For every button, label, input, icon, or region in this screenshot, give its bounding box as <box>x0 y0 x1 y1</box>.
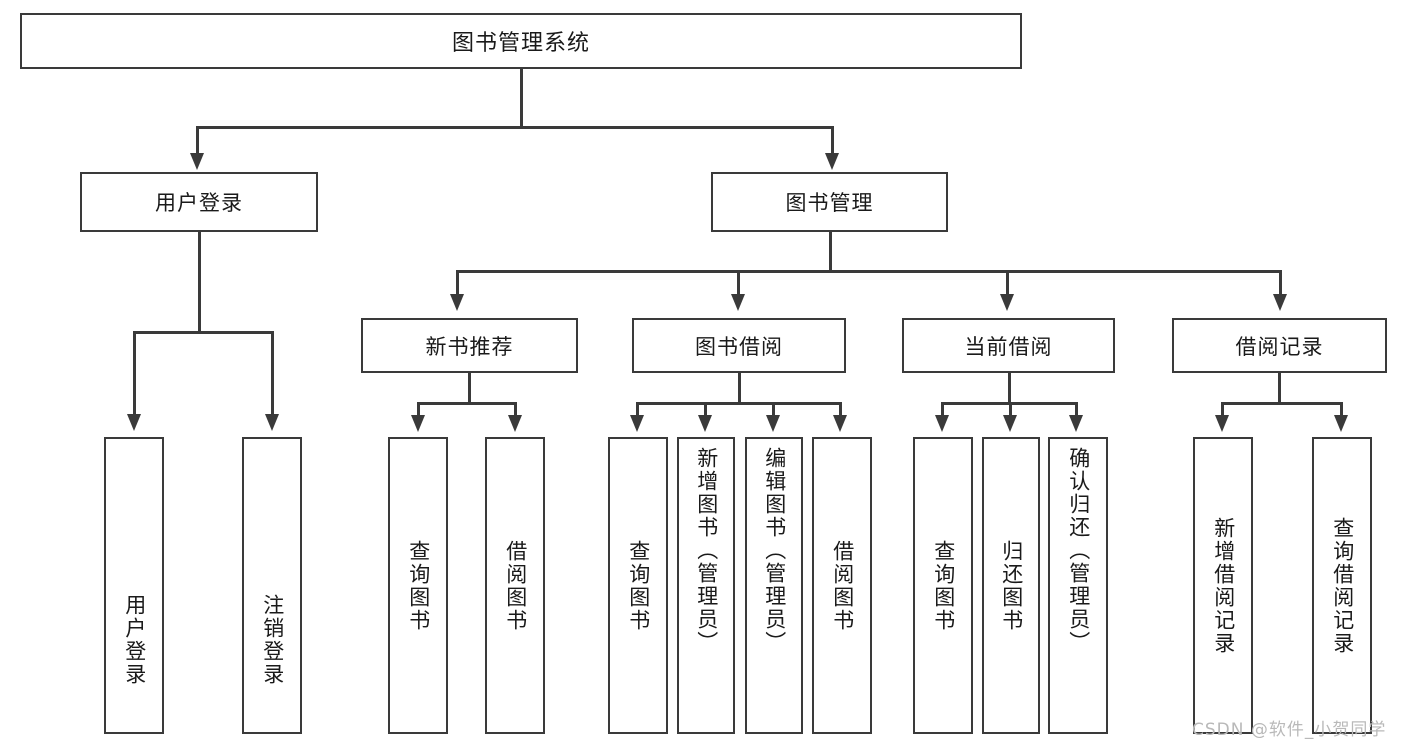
node-book-borrow-label: 图书借阅 <box>695 334 783 359</box>
arrow-currentborrow-l1 <box>935 415 949 432</box>
leaf-borrow-book-1[interactable]: 借阅图书 <box>485 437 545 734</box>
leaf-borrow-book-2[interactable]: 借阅图书 <box>812 437 872 734</box>
leaf-query-record-label: 查询借阅记录 <box>1330 516 1355 655</box>
leaf-edit-book-label: 编辑图书（管理员） <box>762 447 787 654</box>
arrow-borrowrecord-l2 <box>1334 415 1348 432</box>
connector-userlogin-leaf2 <box>271 331 274 417</box>
node-user-login[interactable]: 用户登录 <box>80 172 318 232</box>
connector-newbook-l1 <box>417 402 420 418</box>
connector-root-to-userlogin <box>196 126 199 156</box>
connector-bookmanage-c1 <box>456 270 459 297</box>
connector-borrowrecord-l2 <box>1340 402 1343 418</box>
arrow-newbook-l1 <box>411 415 425 432</box>
connector-currentborrow-l1 <box>941 402 944 418</box>
node-borrow-record[interactable]: 借阅记录 <box>1172 318 1387 373</box>
node-current-borrow[interactable]: 当前借阅 <box>902 318 1115 373</box>
connector-borrowrecord-bus <box>1221 402 1341 405</box>
connector-root-bus <box>196 126 833 129</box>
arrow-bookborrow-l4 <box>833 415 847 432</box>
node-user-login-label: 用户登录 <box>155 191 243 215</box>
leaf-add-book[interactable]: 新增图书（管理员） <box>677 437 735 734</box>
arrow-newbook-l2 <box>508 415 522 432</box>
arrow-bookborrow-l2 <box>698 415 712 432</box>
arrow-borrowrecord-l1 <box>1215 415 1229 432</box>
leaf-add-book-label: 新增图书（管理员） <box>694 447 719 654</box>
leaf-query-book-1[interactable]: 查询图书 <box>388 437 448 734</box>
node-book-manage[interactable]: 图书管理 <box>711 172 948 232</box>
connector-root-stem <box>520 69 523 128</box>
connector-bookborrow-l4 <box>839 402 842 418</box>
leaf-user-logout[interactable]: 注销登录 <box>242 437 302 734</box>
connector-newbook-stem <box>468 373 471 404</box>
leaf-query-book-1-label: 查询图书 <box>406 539 431 632</box>
connector-bookborrow-stem <box>738 373 741 404</box>
connector-borrowrecord-stem <box>1278 373 1281 404</box>
arrow-bookborrow-l3 <box>766 415 780 432</box>
connector-bookborrow-l1 <box>636 402 639 418</box>
node-book-borrow[interactable]: 图书借阅 <box>632 318 846 373</box>
leaf-query-book-2[interactable]: 查询图书 <box>608 437 668 734</box>
connector-userlogin-stem <box>198 232 201 333</box>
leaf-query-book-3-label: 查询图书 <box>931 539 956 632</box>
connector-userlogin-leaf1 <box>133 331 136 417</box>
connector-borrowrecord-l1 <box>1221 402 1224 418</box>
node-borrow-record-label: 借阅记录 <box>1235 334 1324 359</box>
connector-bookmanage-c4 <box>1279 270 1282 297</box>
connector-bookborrow-l3 <box>772 402 775 418</box>
leaf-confirm-return[interactable]: 确认归还（管理员） <box>1048 437 1108 734</box>
leaf-user-login-label: 用户登录 <box>122 594 147 686</box>
arrow-currentborrow-l3 <box>1069 415 1083 432</box>
connector-newbook-l2 <box>514 402 517 418</box>
arrow-userlogin-leaf2 <box>265 414 279 431</box>
connector-newbook-bus <box>417 402 517 405</box>
arrow-bookmanage-c2 <box>731 294 745 311</box>
node-current-borrow-label: 当前借阅 <box>964 334 1053 359</box>
connector-userlogin-bus <box>133 331 271 334</box>
leaf-user-login[interactable]: 用户登录 <box>104 437 164 734</box>
connector-currentborrow-stem <box>1008 373 1011 404</box>
leaf-query-book-3[interactable]: 查询图书 <box>913 437 973 734</box>
leaf-borrow-book-2-label: 借阅图书 <box>830 539 855 632</box>
connector-bookborrow-l2 <box>704 402 707 418</box>
node-book-manage-label: 图书管理 <box>785 191 874 215</box>
node-root-label: 图书管理系统 <box>451 31 590 56</box>
connector-bookmanage-c2 <box>737 270 740 297</box>
arrow-currentborrow-l2 <box>1003 415 1017 432</box>
arrow-bookmanage-c4 <box>1273 294 1287 311</box>
node-root[interactable]: 图书管理系统 <box>20 13 1022 69</box>
connector-currentborrow-l2 <box>1009 402 1012 418</box>
node-new-book-recommend-label: 新书推荐 <box>425 334 514 359</box>
arrow-bookborrow-l1 <box>630 415 644 432</box>
connector-bookborrow-bus <box>636 402 841 405</box>
node-new-book-recommend[interactable]: 新书推荐 <box>361 318 578 373</box>
connector-bookmanage-c3 <box>1006 270 1009 297</box>
leaf-query-record[interactable]: 查询借阅记录 <box>1312 437 1372 734</box>
leaf-edit-book[interactable]: 编辑图书（管理员） <box>745 437 803 734</box>
leaf-add-record[interactable]: 新增借阅记录 <box>1193 437 1253 734</box>
arrow-root-to-bookmanage <box>825 153 839 170</box>
leaf-confirm-return-label: 确认归还（管理员） <box>1066 447 1091 654</box>
arrow-userlogin-leaf1 <box>127 414 141 431</box>
leaf-return-book[interactable]: 归还图书 <box>982 437 1040 734</box>
leaf-return-book-label: 归还图书 <box>999 539 1024 632</box>
leaf-borrow-book-1-label: 借阅图书 <box>503 539 528 632</box>
leaf-add-record-label: 新增借阅记录 <box>1211 516 1236 655</box>
arrow-root-to-userlogin <box>190 153 204 170</box>
arrow-bookmanage-c3 <box>1000 294 1014 311</box>
arrow-bookmanage-c1 <box>450 294 464 311</box>
connector-root-to-bookmanage <box>831 126 834 156</box>
connector-bookmanage-stem <box>829 232 832 272</box>
leaf-user-logout-label: 注销登录 <box>260 594 285 686</box>
leaf-query-book-2-label: 查询图书 <box>626 539 651 632</box>
csdn-watermark: CSDN @软件_小贺同学 <box>1192 720 1387 740</box>
connector-bookmanage-bus <box>456 270 1281 273</box>
connector-currentborrow-l3 <box>1075 402 1078 418</box>
